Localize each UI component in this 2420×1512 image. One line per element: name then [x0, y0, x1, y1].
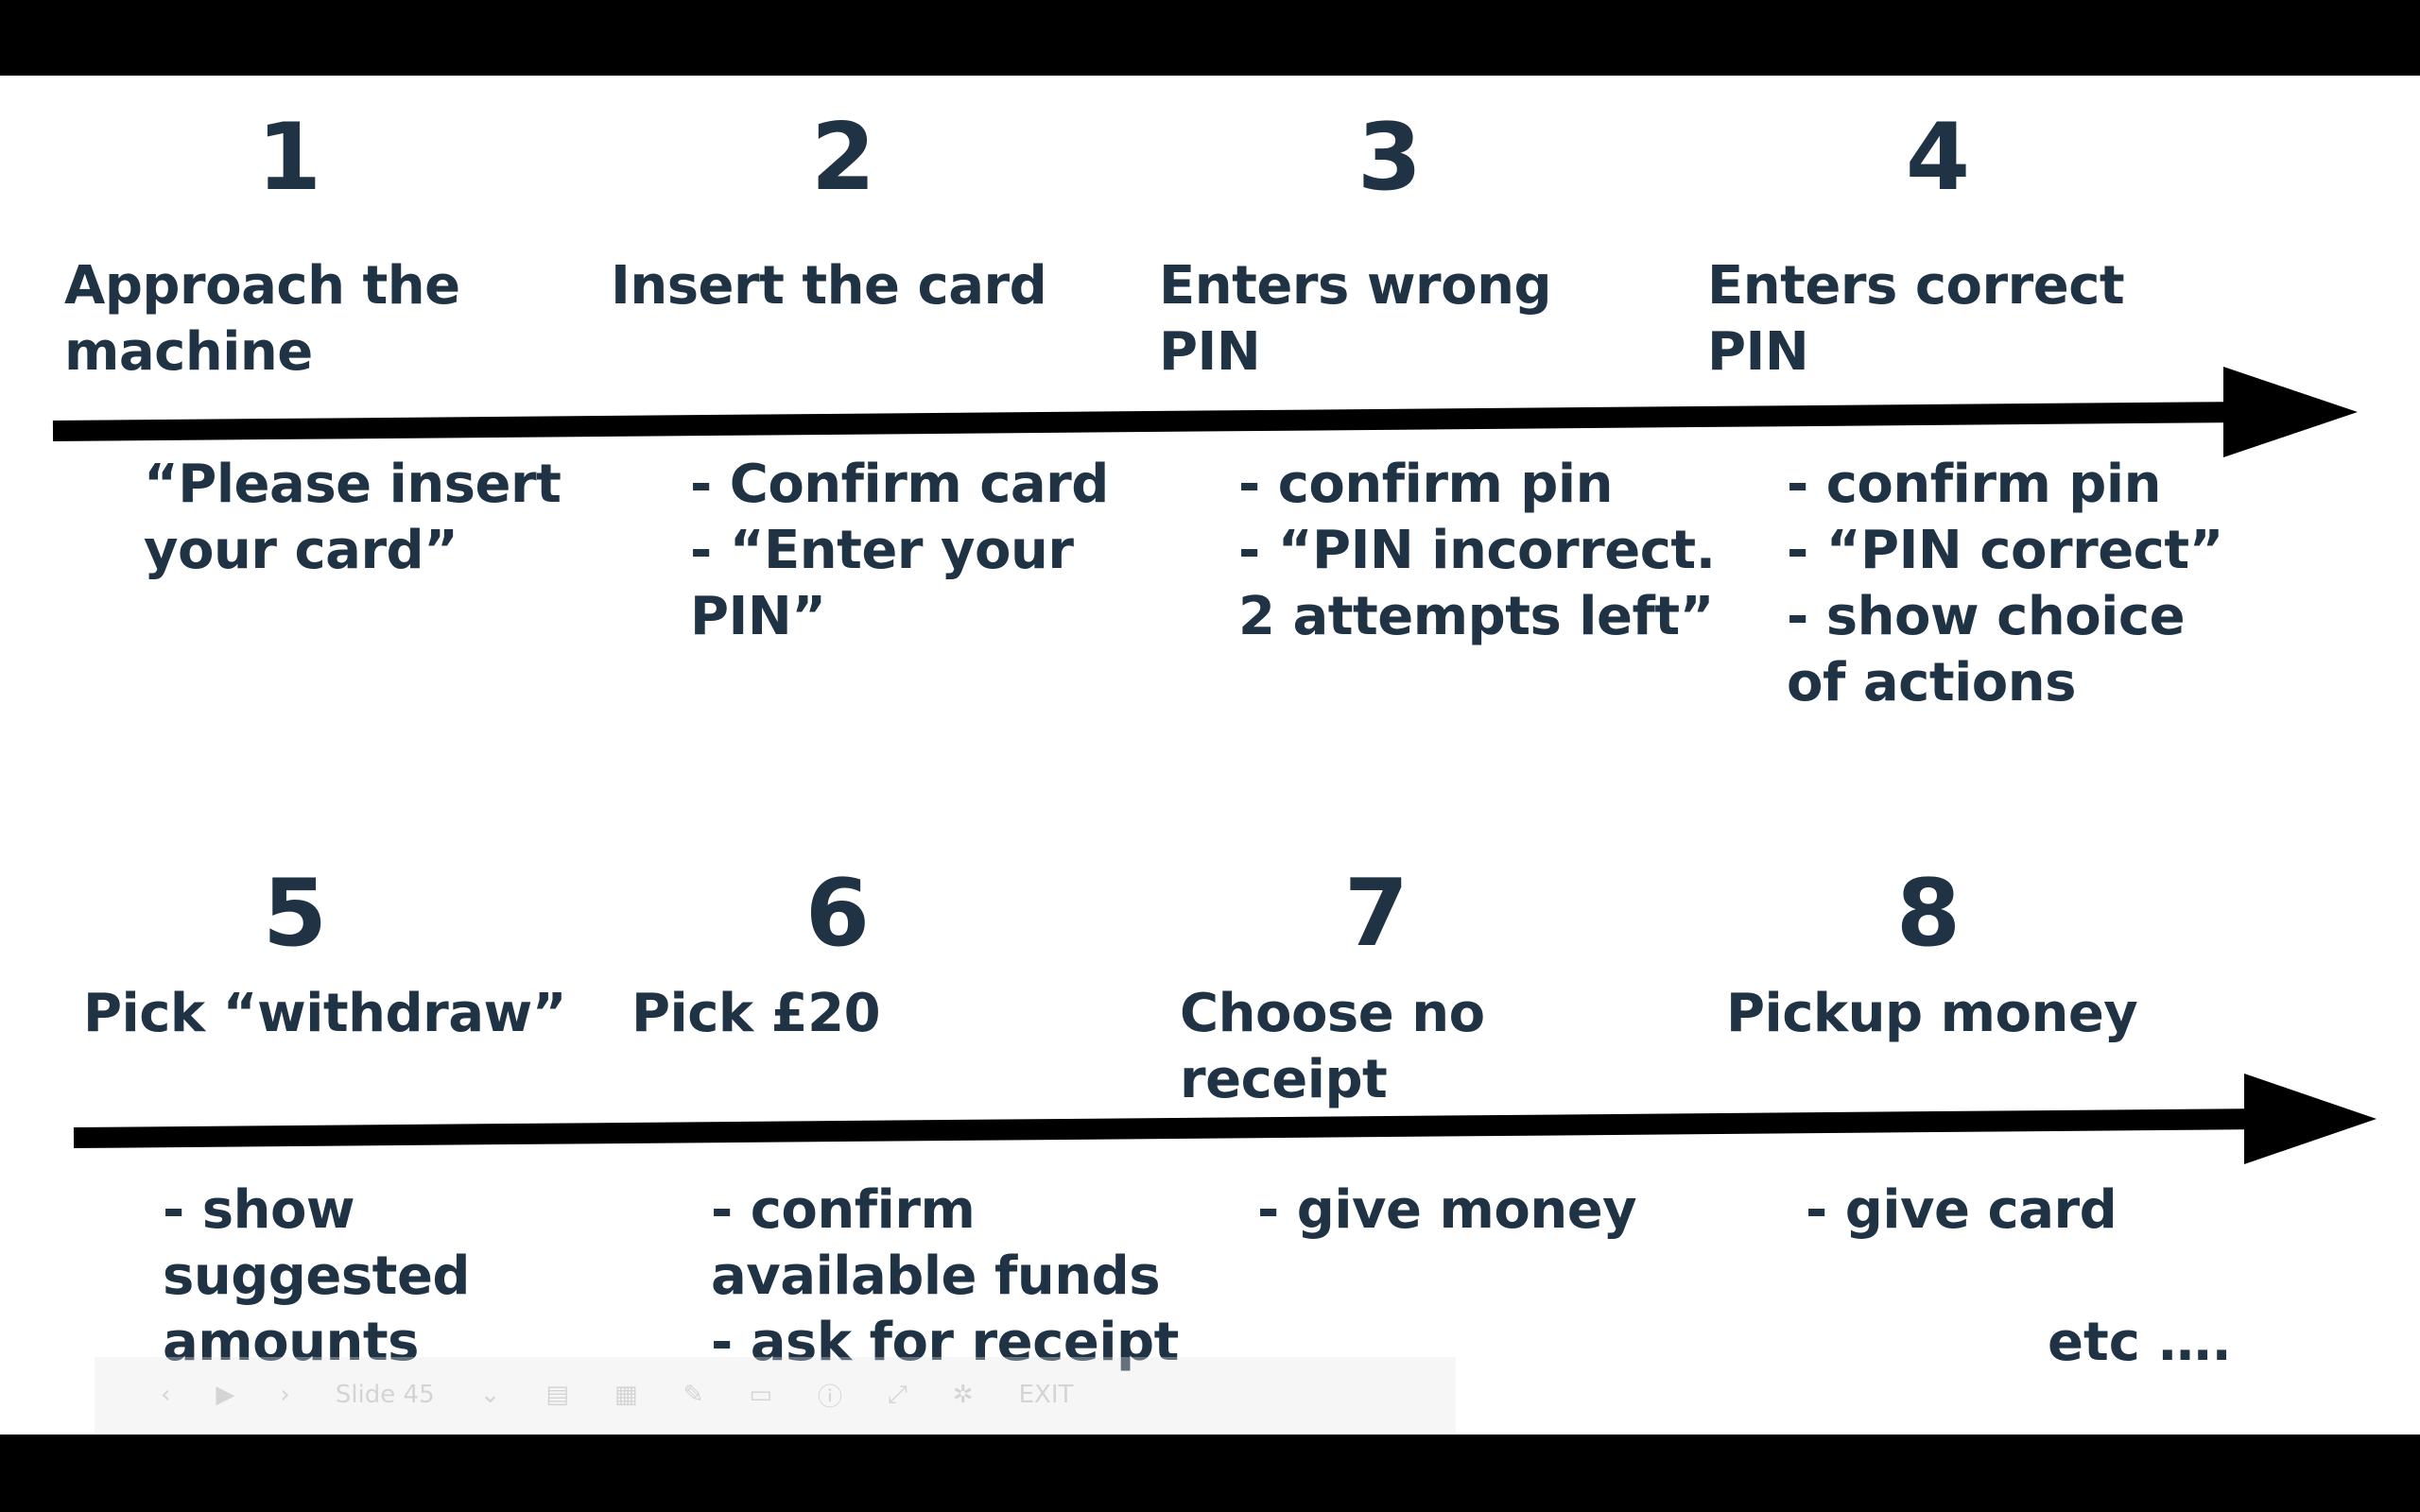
screen-icon[interactable]: ▭ [749, 1381, 772, 1409]
play-icon[interactable]: ▶ [216, 1381, 235, 1409]
step-4-action: - confirm pin - “PIN correct” - show cho… [1787, 454, 2223, 713]
presentation-slide: 1 Approach the machine “Please insert yo… [0, 76, 2420, 1435]
step-6-number: 6 [804, 860, 871, 968]
settings-icon[interactable]: ✲ [952, 1381, 974, 1409]
step-5-title: Pick “withdraw” [83, 983, 567, 1044]
step-3-title: Enters wrong PIN [1159, 255, 1552, 383]
step-2-title: Insert the card [611, 255, 1047, 317]
step-1-number: 1 [256, 104, 322, 212]
step-1-title: Approach the machine [64, 255, 460, 383]
step-4-number: 4 [1905, 104, 1971, 212]
previous-slide-icon[interactable]: ‹ [161, 1381, 171, 1409]
step-4-title: Enters correct PIN [1707, 255, 2125, 383]
timeline-arrow-2 [73, 1074, 2377, 1164]
step-5-number: 5 [262, 860, 328, 968]
fullscreen-icon[interactable]: ⤢ [887, 1380, 908, 1409]
presenter-toolbar: ‹ ▶ › Slide 45 ⌄ ▤ ▦ ✎ ▭ ⓘ ⤢ ✲ EXIT [95, 1357, 1456, 1433]
step-2-number: 2 [810, 104, 876, 212]
step-7-action: - give money [1257, 1179, 1637, 1241]
step-2-action: - Confirm card - “Enter your PIN” [690, 454, 1109, 647]
notes-icon[interactable]: ▤ [545, 1381, 569, 1409]
step-8-action: - give card [1806, 1179, 2118, 1241]
info-icon[interactable]: ⓘ [817, 1383, 842, 1412]
step-8-number: 8 [1895, 860, 1962, 968]
pen-icon[interactable]: ✎ [683, 1381, 704, 1409]
next-slide-icon[interactable]: › [280, 1381, 290, 1409]
letterbox-top [0, 0, 2420, 76]
etc-label: etc …. [2048, 1312, 2232, 1373]
chevron-down-icon[interactable]: ⌄ [479, 1381, 501, 1409]
exit-button[interactable]: EXIT [1018, 1381, 1074, 1409]
slide-indicator[interactable]: Slide 45 [335, 1381, 435, 1409]
grid-icon[interactable]: ▦ [614, 1381, 638, 1409]
timeline-arrow-1 [52, 367, 2358, 457]
step-8-title: Pickup money [1726, 983, 2138, 1044]
step-3-action: - confirm pin - “PIN incorrect. 2 attemp… [1238, 454, 1716, 647]
step-6-title: Pick £20 [631, 983, 881, 1044]
letterbox-bottom [0, 1435, 2420, 1512]
step-3-number: 3 [1357, 104, 1423, 212]
step-1-action: “Please insert your card” [144, 454, 562, 581]
step-7-number: 7 [1343, 860, 1409, 968]
step-6-action: - confirm available funds - ask for rece… [711, 1179, 1179, 1373]
step-5-action: - show suggested amounts [163, 1179, 471, 1373]
step-7-title: Choose no receipt [1180, 983, 1485, 1110]
